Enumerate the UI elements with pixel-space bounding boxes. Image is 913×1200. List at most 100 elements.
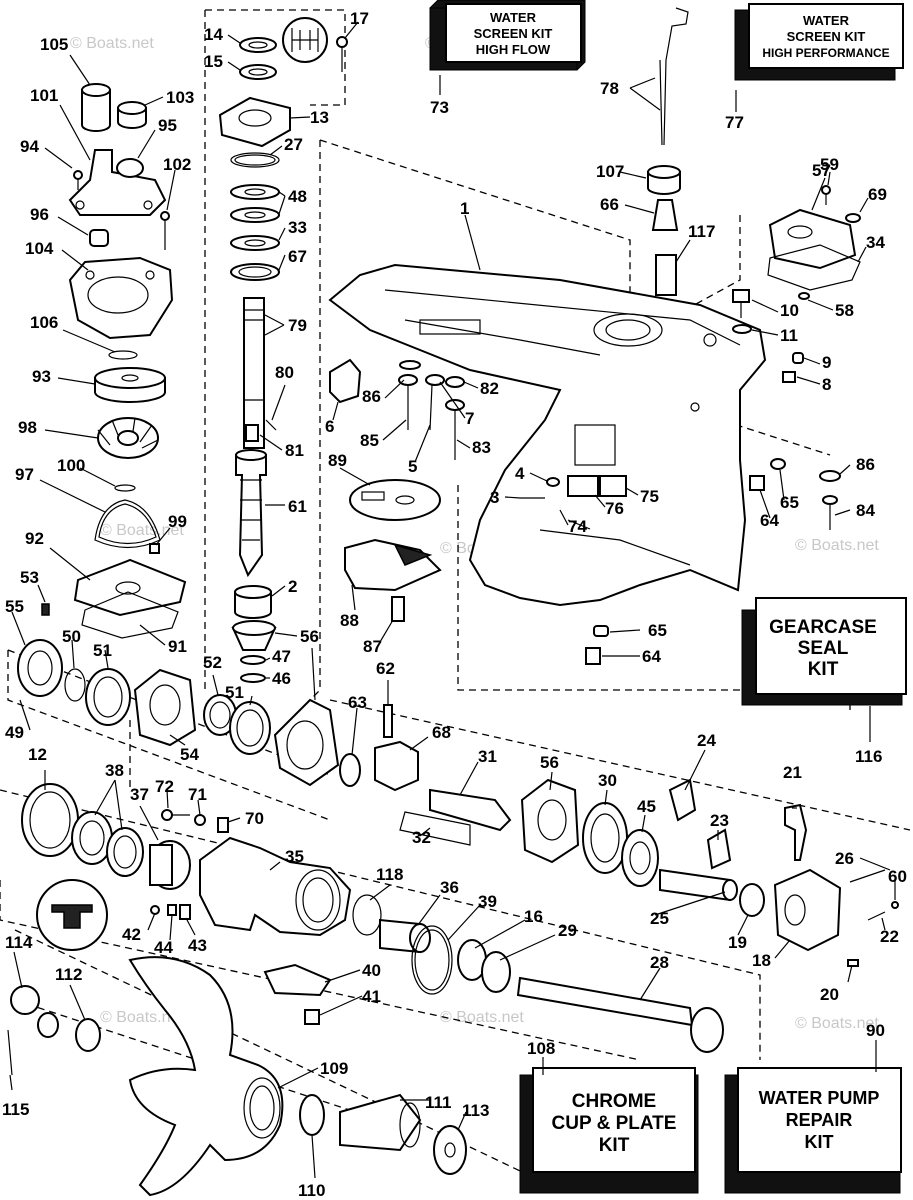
callout-labels: 105 101 103 94 95 102 96 104 106 93 98 9…: [2, 9, 907, 1200]
callout-85: 85: [360, 431, 379, 450]
callout-98: 98: [18, 418, 37, 437]
kit-water-screen-high-flow-line2: SCREEN KIT: [474, 26, 553, 41]
callout-70: 70: [245, 809, 264, 828]
kit-gearcase-seal-line3: KIT: [808, 659, 839, 680]
callout-100: 100: [57, 456, 85, 475]
callout-11: 11: [780, 326, 798, 345]
callout-86: 86: [362, 387, 381, 406]
callout-50: 50: [62, 627, 81, 646]
callout-72: 72: [155, 777, 174, 796]
callout-2: 2: [288, 577, 297, 596]
callout-84: 84: [856, 501, 875, 520]
callout-68: 68: [432, 723, 451, 742]
callout-80: 80: [275, 363, 294, 382]
watermark-8: © Boats.net: [440, 1009, 524, 1026]
callout-32: 32: [412, 828, 431, 847]
callout-30: 30: [598, 771, 617, 790]
water-pump-parts[interactable]: [41, 83, 187, 639]
kit-water-pump-repair-line2: REPAIR: [786, 1110, 853, 1130]
callout-91: 91: [168, 637, 187, 656]
callout-118: 118: [376, 865, 403, 884]
kit-water-screen-high-flow-line1: WATER: [490, 10, 537, 25]
callout-64b: 64: [642, 647, 661, 666]
driveshaft-parts[interactable]: [218, 17, 348, 683]
watermark-6: © Boats.net: [795, 537, 879, 554]
kit-water-pump-repair-line3: KIT: [805, 1132, 834, 1152]
watermark-1: © Boats.net: [70, 35, 154, 52]
callout-17: 17: [350, 9, 369, 28]
callout-114: 114: [5, 933, 33, 952]
callout-9: 9: [822, 353, 831, 372]
callout-115: 115: [2, 1100, 29, 1119]
callout-23: 23: [710, 811, 729, 830]
callout-19: 19: [728, 933, 747, 952]
callout-113: 113: [462, 1101, 489, 1120]
mid-fasteners[interactable]: [329, 358, 841, 665]
callout-73: 73: [430, 98, 449, 117]
callout-33: 33: [288, 218, 307, 237]
callout-13: 13: [310, 108, 329, 127]
shift-rod-parts[interactable]: [647, 7, 861, 383]
forward-gear-parts[interactable]: [17, 639, 512, 846]
kit-gearcase-seal: GEARCASE SEAL KIT: [741, 597, 907, 706]
callout-71: 71: [188, 785, 207, 804]
callout-42: 42: [122, 925, 141, 944]
callout-65: 65: [780, 493, 799, 512]
callout-102: 102: [163, 155, 191, 174]
kit-water-screen-high-performance-line3: HIGH PERFORMANCE: [762, 46, 889, 60]
callout-69: 69: [868, 185, 887, 204]
callout-25: 25: [650, 909, 669, 928]
kit-chrome-cup-plate-line1: CHROME: [572, 1091, 656, 1112]
callout-101: 101: [30, 86, 58, 105]
callout-95: 95: [158, 116, 177, 135]
callout-74: 74: [568, 517, 587, 536]
reverse-gear-parts[interactable]: [520, 778, 899, 967]
callout-61: 61: [288, 497, 307, 516]
kit-water-screen-high-performance-line1: WATER: [803, 13, 850, 28]
callout-43: 43: [188, 936, 207, 955]
propeller-parts[interactable]: [7, 956, 467, 1197]
callout-21: 21: [783, 763, 802, 782]
callout-22: 22: [880, 927, 899, 946]
callout-93: 93: [32, 367, 51, 386]
callout-10: 10: [780, 301, 799, 320]
callout-58: 58: [835, 301, 854, 320]
callout-81: 81: [285, 441, 304, 460]
callout-28: 28: [650, 953, 669, 972]
callout-64: 64: [760, 511, 779, 530]
callout-29: 29: [558, 921, 577, 940]
callout-105: 105: [40, 35, 68, 54]
callout-89: 89: [328, 451, 347, 470]
callout-5: 5: [408, 457, 417, 476]
callout-109: 109: [320, 1059, 348, 1078]
callout-14: 14: [204, 25, 223, 44]
callout-55: 55: [5, 597, 24, 616]
gearcase-housing[interactable]: [328, 263, 767, 607]
watermarks: © Boats.net © Boats.net © Boats.net © Bo…: [70, 35, 879, 1032]
callout-57: 57: [812, 161, 831, 180]
callout-78: 78: [600, 79, 619, 98]
callout-66: 66: [600, 195, 619, 214]
callout-112: 112: [55, 965, 82, 984]
callout-53: 53: [20, 568, 39, 587]
callout-3: 3: [490, 488, 499, 507]
callout-92: 92: [25, 529, 44, 548]
propshaft-housing-parts[interactable]: [21, 783, 724, 1053]
leader-lines: [9, 21, 896, 1179]
callout-41: 41: [362, 987, 381, 1006]
kit-gearcase-seal-line2: SEAL: [798, 638, 849, 659]
callout-97: 97: [15, 465, 34, 484]
callout-38: 38: [105, 761, 124, 780]
kit-chrome-cup-plate-line3: KIT: [599, 1135, 630, 1156]
callout-76: 76: [605, 499, 624, 518]
callout-31: 31: [478, 747, 497, 766]
callout-52: 52: [203, 653, 222, 672]
kit-water-screen-high-performance: WATER SCREEN KIT HIGH PERFORMANCE: [734, 3, 904, 81]
callout-111: 111: [425, 1093, 452, 1112]
callout-106: 106: [30, 313, 58, 332]
callout-49: 49: [5, 723, 24, 742]
callout-7: 7: [465, 409, 474, 428]
callout-15: 15: [204, 52, 223, 71]
callout-4: 4: [515, 464, 525, 483]
